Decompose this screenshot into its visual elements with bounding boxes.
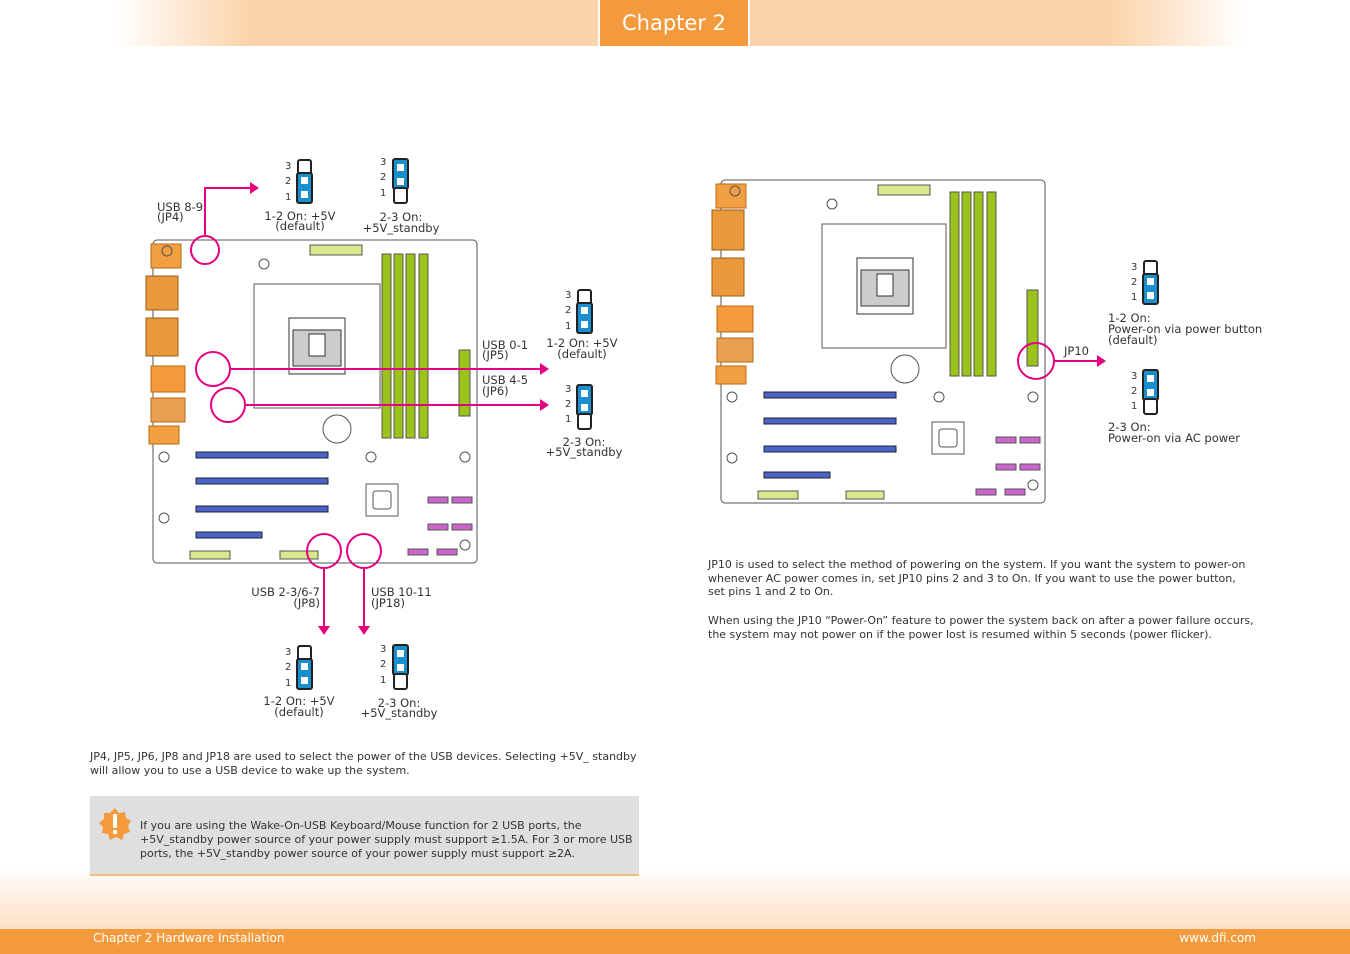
note-box: If you are using the Wake-On-USB Keyboar…	[90, 796, 639, 876]
pin-number: 3	[1131, 262, 1138, 273]
pin-number: 3	[565, 290, 572, 301]
jp8-ref: (JP8)	[293, 596, 320, 610]
chapter-tab: Chapter 2	[598, 0, 750, 46]
jumper-jp10-2-3	[1142, 369, 1159, 415]
jp5-name: USB 0-1	[482, 338, 529, 352]
jp6-name: USB 4-5	[482, 373, 529, 387]
pin-number: 1	[1131, 401, 1138, 412]
pin-number: 2	[565, 305, 572, 316]
pin-number: 1	[380, 188, 387, 199]
footer-glow	[0, 865, 1350, 929]
jp4-opt-stby: 2-3 On:	[379, 210, 423, 224]
jp18-opt-stby: 2-3 On:	[377, 696, 421, 710]
pin-number: 3	[1131, 371, 1138, 382]
jumper-jp8-1-2	[296, 645, 313, 690]
jp18-ref: (JP18)	[371, 596, 405, 610]
jp4-name: USB 8-9	[157, 200, 204, 214]
jumper-jp4-1-2	[296, 159, 313, 204]
footer-bar	[0, 929, 1350, 954]
pin-number: 1	[285, 678, 292, 689]
pin-number: 1	[1131, 292, 1138, 303]
note-text: If you are using the Wake-On-USB Keyboar…	[140, 819, 633, 860]
jp18-name: USB 10-11	[371, 585, 432, 599]
pin-number: 2	[285, 662, 292, 673]
jp4-opt-5v: 1-2 On: +5V	[264, 209, 336, 223]
jumper-jp18-2-3	[392, 644, 409, 690]
jp5-opt-5v: 1-2 On: +5V	[546, 336, 618, 350]
jp6-opt-stby: 2-3 On:	[562, 435, 606, 449]
pin-number: 2	[565, 399, 572, 410]
pin-number: 3	[380, 644, 387, 655]
pin-number: 2	[380, 659, 387, 670]
jumper-jp10-1-2	[1142, 260, 1159, 305]
jumper-jp4-2-3	[392, 158, 409, 204]
jumper-jp6-2-3	[576, 384, 593, 430]
jumper-jp5-1-2	[576, 289, 593, 334]
jp18-opt-stby-value: +5V_standby	[360, 706, 438, 720]
pin-number: 3	[285, 161, 292, 172]
pin-number: 1	[565, 414, 572, 425]
jp5-ref: (JP5)	[482, 348, 509, 362]
pin-number: 2	[1131, 386, 1138, 397]
jp8-opt-5v-default: (default)	[274, 705, 324, 719]
pin-number: 3	[565, 384, 572, 395]
pin-number: 1	[380, 675, 387, 686]
warning-icon	[99, 808, 131, 840]
pin-number: 2	[285, 176, 292, 187]
pin-number: 1	[565, 321, 572, 332]
jp10-paragraph-1: JP10 is used to select the method of pow…	[708, 558, 1246, 598]
pin-number: 2	[1131, 277, 1138, 288]
jp10-label: JP10	[1064, 344, 1089, 358]
pin-number: 3	[380, 157, 387, 168]
jp10-opt1-desc: Power-on via power button	[1108, 322, 1263, 336]
jp8-opt-5v: 1-2 On: +5V	[263, 694, 335, 708]
jp4-opt-stby-value: +5V_standby	[362, 221, 440, 235]
jp6-opt-stby-value: +5V_standby	[545, 445, 623, 459]
jp5-opt-5v-default: (default)	[557, 347, 607, 361]
jp8-name: USB 2-3/6-7	[251, 585, 320, 599]
jp4-opt-5v-default: (default)	[275, 219, 325, 233]
jp10-opt2-desc: Power-on via AC power	[1108, 431, 1240, 445]
footer-website: www.dfi.com	[1179, 931, 1256, 945]
jp10-opt1-default: (default)	[1108, 333, 1158, 347]
pin-number: 3	[285, 647, 292, 658]
usb-description: JP4, JP5, JP6, JP8 and JP18 are used to …	[90, 750, 637, 777]
footer-chapter-title: Chapter 2 Hardware Installation	[93, 931, 285, 945]
pin-number: 2	[380, 172, 387, 183]
jp4-ref: (JP4)	[157, 210, 184, 224]
jp10-opt2: 2-3 On:	[1108, 420, 1151, 434]
jp10-opt1: 1-2 On:	[1108, 311, 1151, 325]
jp10-paragraph-2: When using the JP10 “Power-On” feature t…	[708, 614, 1254, 641]
jp6-ref: (JP6)	[482, 384, 509, 398]
pin-number: 1	[285, 192, 292, 203]
